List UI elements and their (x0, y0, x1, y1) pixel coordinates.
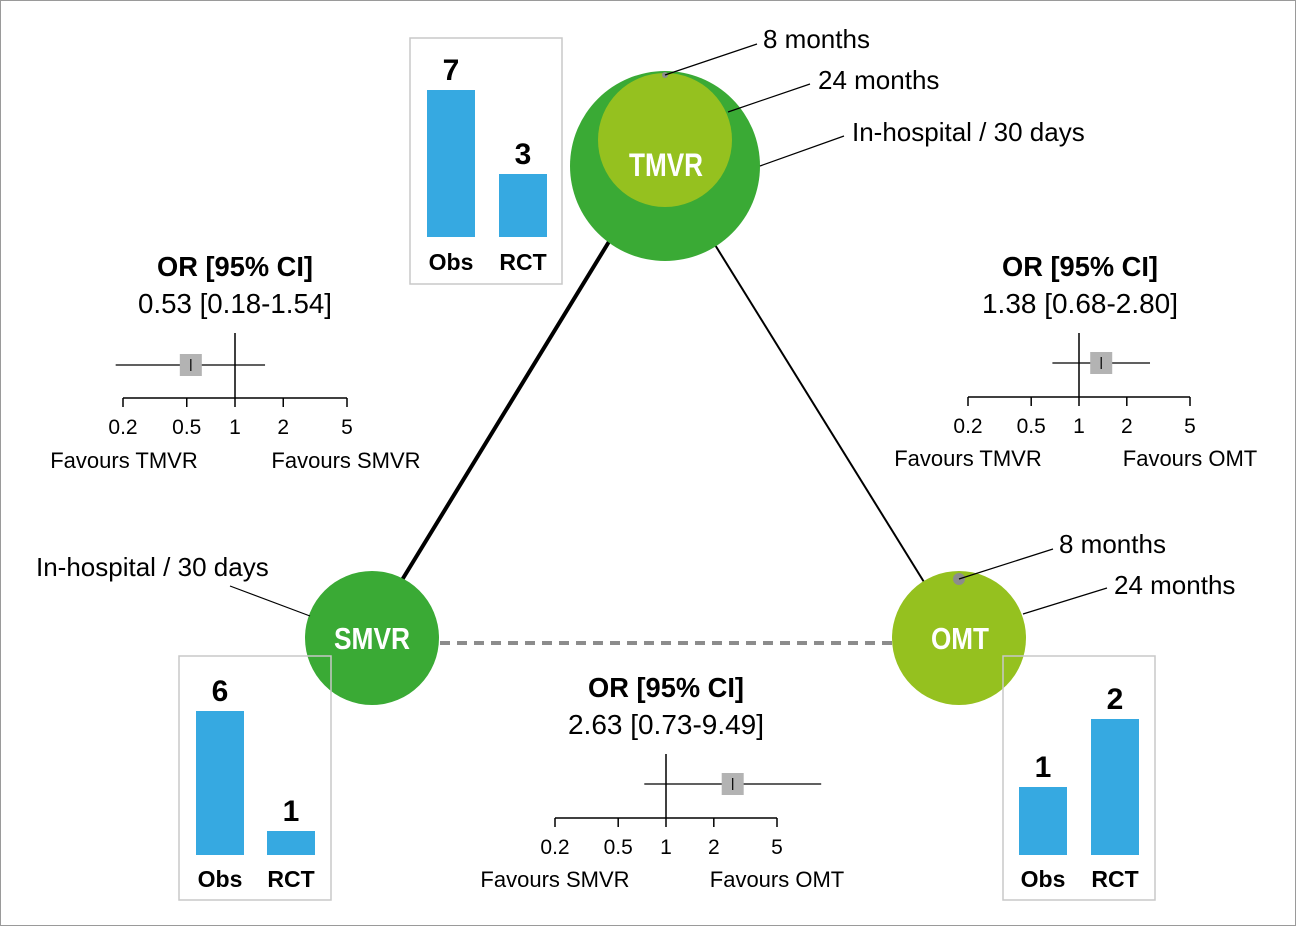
bar-group-omt: 12 (1019, 683, 1139, 855)
bar-value-label-tmvr-rct: 3 (515, 138, 532, 171)
forest-smvr-omt-estimate (644, 773, 822, 795)
bar-value-label-tmvr-obs: 7 (443, 54, 460, 87)
forest-tmvr-smvr-ticks: 0.2 0.5 1 2 5 (108, 398, 353, 439)
bar-tmvr-rct (499, 174, 547, 237)
annotation-tmvr-24m: 24 months (818, 65, 939, 95)
annotation-omt-24m: 24 months (1114, 570, 1235, 600)
bar-category-tmvr-rct: RCT (499, 249, 546, 275)
forest-smvr-omt-tick-label-5: 5 (771, 836, 783, 859)
forest-tmvr-omt-value: 1.38 [0.68-2.80] (982, 288, 1178, 319)
omt-circle (892, 571, 1026, 705)
leader-smvr-inhosp (229, 585, 311, 617)
smvr-label: SMVR (334, 621, 410, 656)
bar-tmvr-obs (427, 90, 475, 237)
forest-tmvr-smvr-title: OR [95% CI] (157, 251, 313, 282)
tmvr-label: TMVR (629, 147, 703, 183)
leader-tmvr-inhosp (759, 135, 845, 167)
forest-smvr-omt-tick-label-0.2: 0.2 (540, 836, 569, 859)
leader-tmvr-8m (664, 43, 758, 76)
forest-smvr-omt-ticks: 0.2 0.5 1 2 5 (540, 818, 783, 859)
annotation-smvr-inhosp: In-hospital / 30 days (36, 552, 269, 582)
annotation-tmvr-inhosp: In-hospital / 30 days (852, 117, 1085, 147)
bar-group-smvr: 61 (196, 675, 315, 855)
bar-omt-obs (1019, 787, 1067, 855)
bar-category-smvr-rct: RCT (267, 866, 314, 892)
forest-smvr-omt-tick-label-2: 2 (708, 836, 720, 859)
bar-value-label-smvr-rct: 1 (283, 795, 300, 828)
edge-tmvr-smvr (400, 238, 612, 582)
forest-tmvr-smvr-favours-right: Favours SMVR (271, 448, 420, 473)
forest-smvr-omt-favours-left: Favours SMVR (480, 867, 629, 892)
forest-tmvr-smvr-tick-label-2: 2 (277, 416, 289, 439)
bar-smvr-rct (267, 831, 315, 855)
forest-tmvr-smvr-value: 0.53 [0.18-1.54] (138, 288, 332, 319)
forest-tmvr-smvr: OR [95% CI] 0.53 [0.18-1.54] 0.2 0.5 1 2 5 F… (50, 251, 420, 473)
forest-smvr-omt-title: OR [95% CI] (588, 672, 744, 703)
forest-tmvr-omt-tick-label-5: 5 (1184, 415, 1196, 438)
forest-tmvr-omt-favours-right: Favours OMT (1123, 446, 1257, 471)
forest-tmvr-smvr-favours-left: Favours TMVR (50, 448, 198, 473)
annotation-tmvr-8m: 8 months (763, 24, 870, 54)
smvr-circle (305, 571, 439, 705)
forest-smvr-omt-favours-right: Favours OMT (710, 867, 844, 892)
bar-panel-tmvr-box (409, 37, 563, 285)
bar-value-label-omt-rct: 2 (1107, 683, 1124, 716)
bar-value-label-smvr-obs: 6 (212, 675, 229, 708)
bar-panel-tmvr: 73 Obs RCT (409, 37, 563, 285)
forest-tmvr-omt-tick-label-0.2: 0.2 (953, 415, 982, 438)
forest-tmvr-omt-title: OR [95% CI] (1002, 251, 1158, 282)
forest-tmvr-omt-favours-left: Favours TMVR (894, 446, 1042, 471)
forest-tmvr-omt-estimate (1052, 352, 1151, 374)
bar-panel-omt-box (1002, 655, 1156, 901)
forest-tmvr-omt-tick-label-2: 2 (1121, 415, 1133, 438)
annotation-omt-8m: 8 months (1059, 529, 1166, 559)
forest-tmvr-smvr-tick-label-1: 1 (229, 416, 241, 439)
forest-tmvr-smvr-tick-label-0.2: 0.2 (108, 416, 137, 439)
edge-tmvr-omt (711, 239, 925, 583)
bar-category-omt-obs: Obs (1021, 866, 1066, 892)
leader-tmvr-24m (727, 83, 811, 113)
bar-value-label-omt-obs: 1 (1035, 751, 1052, 784)
bar-panel-smvr: 61 Obs RCT (178, 655, 332, 901)
bar-smvr-obs (196, 711, 244, 855)
forest-tmvr-omt-tick-label-0.5: 0.5 (1017, 415, 1046, 438)
bar-category-omt-rct: RCT (1091, 866, 1138, 892)
forest-tmvr-omt-ticks: 0.2 0.5 1 2 5 (953, 397, 1196, 438)
omt-label: OMT (931, 621, 989, 656)
leader-omt-8m (958, 548, 1054, 580)
bar-panel-smvr-box (178, 655, 332, 901)
forest-smvr-omt-value: 2.63 [0.73-9.49] (568, 709, 764, 740)
network-edges (400, 238, 925, 645)
annotations: 8 months 24 months In-hospital / 30 days… (36, 24, 1235, 617)
leader-omt-24m (1022, 587, 1108, 615)
bar-category-smvr-obs: Obs (198, 866, 243, 892)
forest-smvr-omt-tick-label-1: 1 (660, 836, 672, 859)
forest-tmvr-smvr-tick-label-0.5: 0.5 (172, 416, 201, 439)
forest-tmvr-omt-tick-label-1: 1 (1073, 415, 1085, 438)
node-smvr: SMVR (305, 571, 439, 705)
bar-omt-rct (1091, 719, 1139, 855)
forest-tmvr-smvr-estimate (115, 354, 266, 376)
forest-tmvr-omt: OR [95% CI] 1.38 [0.68-2.80] 0.2 0.5 1 2 5 F… (894, 251, 1257, 471)
bar-panel-omt: 12 Obs RCT (1002, 655, 1156, 901)
node-omt: OMT (892, 571, 1026, 705)
forest-smvr-omt: OR [95% CI] 2.63 [0.73-9.49] 0.2 0.5 1 2 5 F… (480, 672, 844, 892)
tmvr-inner-circle (598, 73, 732, 207)
forest-smvr-omt-tick-label-0.5: 0.5 (604, 836, 633, 859)
bar-group-tmvr: 73 (427, 54, 547, 237)
bar-category-tmvr-obs: Obs (429, 249, 474, 275)
forest-tmvr-smvr-tick-label-5: 5 (341, 416, 353, 439)
node-tmvr: TMVR (570, 71, 760, 261)
